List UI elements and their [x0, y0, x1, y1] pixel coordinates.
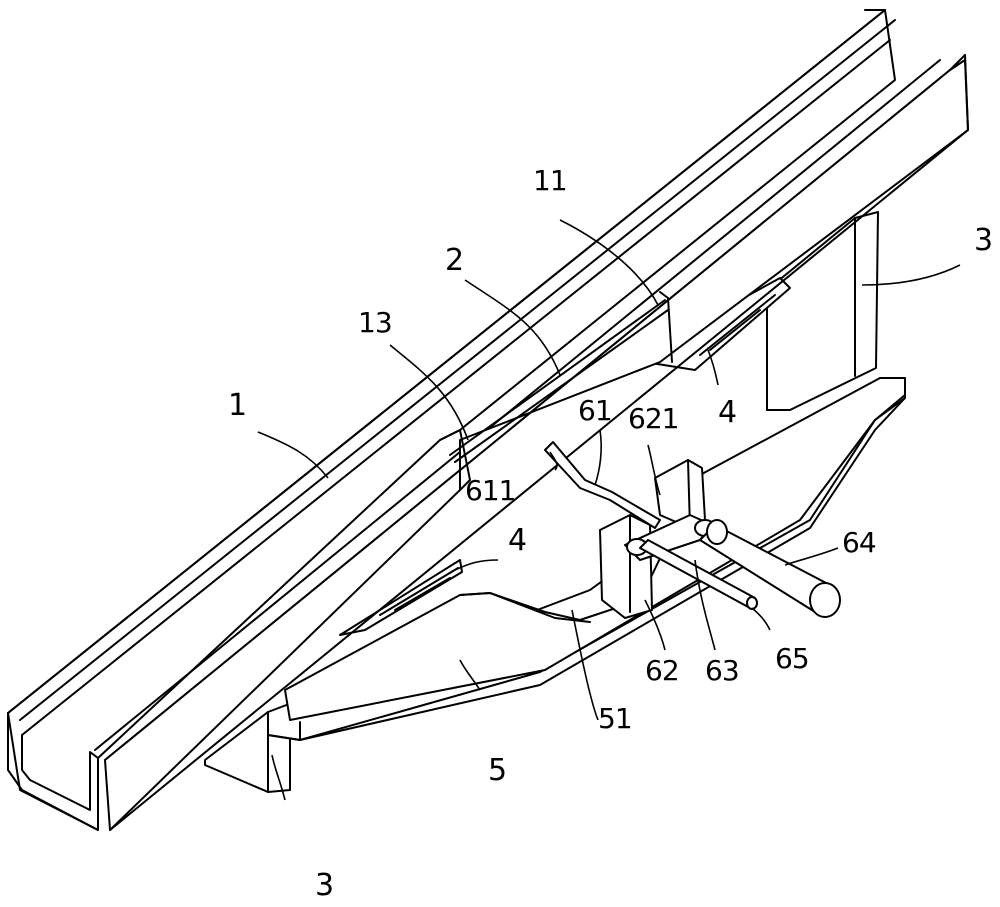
label-63: 63 — [705, 654, 739, 687]
lever-arm — [544, 441, 661, 529]
label-11: 11 — [533, 164, 567, 197]
leader-lines — [257, 219, 961, 801]
cylinder — [699, 519, 841, 618]
channel-rail — [7, 9, 969, 831]
label-51: 51 — [598, 702, 632, 735]
label-5: 5 — [488, 753, 507, 788]
label-64: 64 — [842, 526, 876, 559]
label-1: 1 — [228, 388, 247, 423]
label-2: 2 — [445, 243, 464, 278]
label-13: 13 — [358, 306, 392, 339]
label-4-top: 4 — [718, 395, 737, 430]
clamp-block-lower — [599, 514, 653, 619]
label-3-top: 3 — [974, 223, 993, 258]
label-65: 65 — [775, 642, 809, 675]
label-611: 611 — [465, 474, 515, 507]
lower-plate — [284, 377, 906, 721]
label-3-bottom: 3 — [315, 868, 334, 903]
support-leg-right — [766, 211, 879, 411]
label-62: 62 — [645, 654, 679, 687]
label-61: 61 — [578, 394, 612, 427]
label-4-bottom: 4 — [508, 523, 527, 558]
label-621: 621 — [628, 402, 678, 435]
reference-labels: 1 2 3 3 4 4 5 11 13 51 61 62 63 64 65 61… — [228, 164, 993, 903]
